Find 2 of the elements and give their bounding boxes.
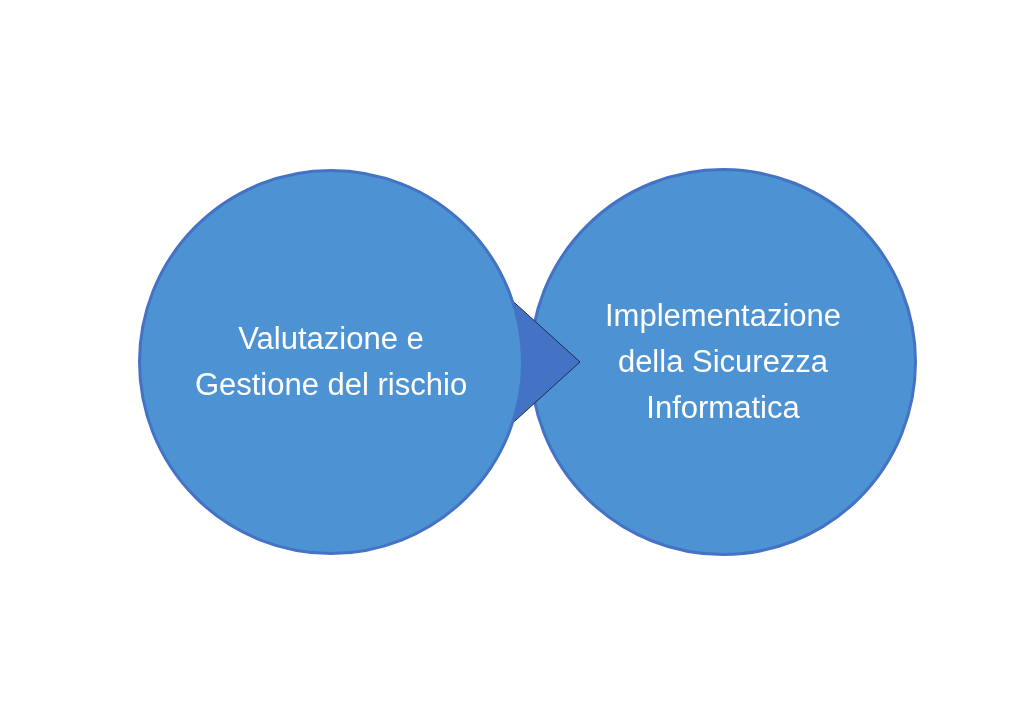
node-label: Valutazione e Gestione del rischio xyxy=(193,320,469,404)
node-label: Implementazione della Sicurezza Informatica xyxy=(603,297,843,427)
